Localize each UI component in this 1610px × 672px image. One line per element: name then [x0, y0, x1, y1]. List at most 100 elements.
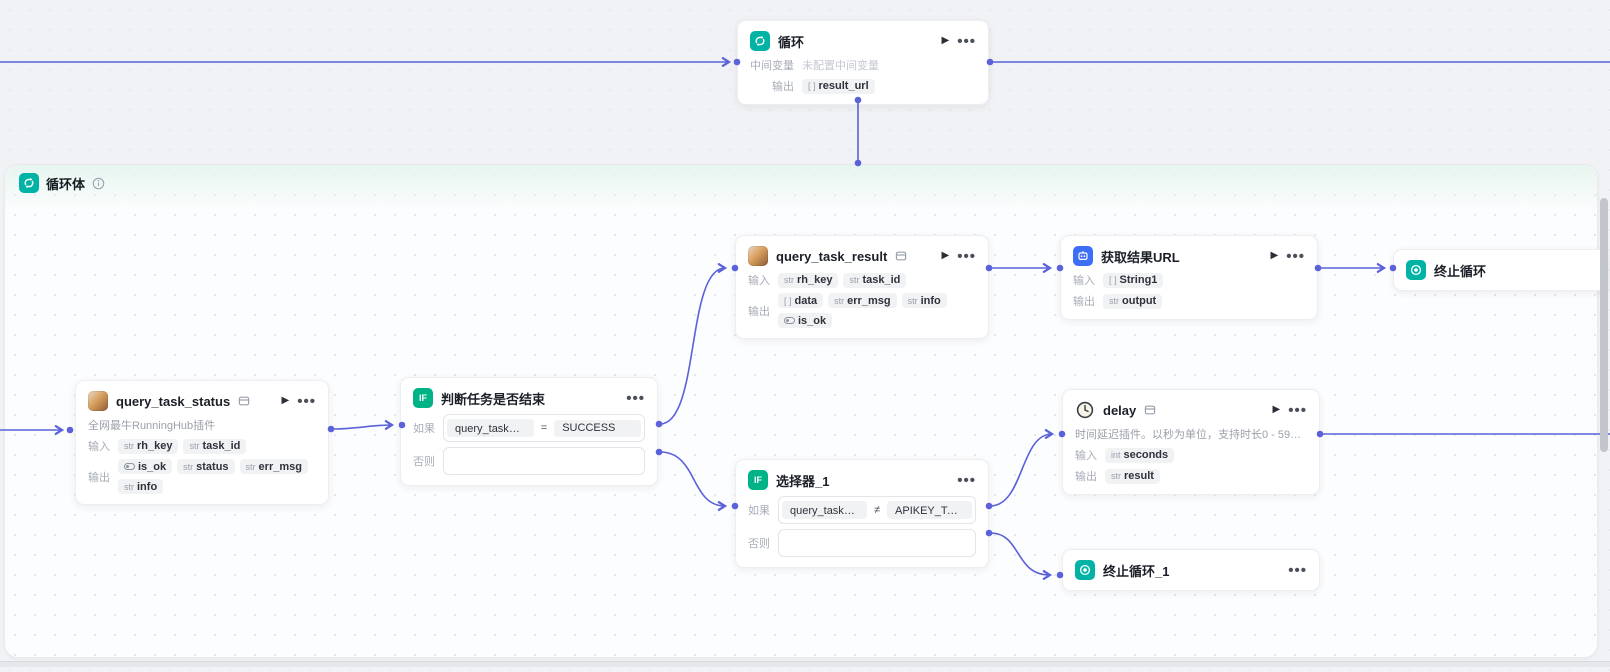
terminate-loop-icon — [1406, 260, 1426, 280]
node-menu-button[interactable]: ••• — [957, 247, 976, 265]
loop-icon — [750, 31, 770, 51]
variable-name: status — [196, 460, 229, 473]
node-description: 时间延迟插件。以秒为单位，支持时长0 - 59秒。主要用于延迟… — [1075, 429, 1307, 441]
variable-type-label: str — [245, 461, 256, 472]
node-description: 全网最牛RunningHub插件 — [88, 420, 216, 432]
plugin-badge-icon — [238, 395, 250, 407]
row-label: 输入 — [88, 441, 110, 453]
variable-tag-list: [ ]result_url — [802, 78, 976, 94]
node-title: 判断任务是否结束 — [441, 391, 546, 407]
condition-right-operand[interactable]: SUCCESS — [554, 419, 641, 437]
row-label: 输入 — [1075, 450, 1097, 462]
node-title: query_task_status — [116, 393, 231, 409]
node-title: 循环 — [778, 34, 805, 50]
node-qts[interactable]: query_task_status ▶ ••• 全网最牛RunningHub插件输入 s… — [75, 380, 329, 505]
run-node-button[interactable]: ▶ — [1270, 250, 1279, 261]
condition-operator[interactable]: ≠ — [873, 504, 881, 516]
variable-type-label: int — [1111, 450, 1121, 460]
variable-name: is_ok — [798, 314, 827, 327]
variable-name: String1 — [1119, 274, 1158, 286]
run-node-button[interactable]: ▶ — [1272, 404, 1281, 415]
variable-type-label: str — [849, 275, 860, 285]
condition-row: query_task_statu⋯ = SUCCESS — [443, 414, 645, 442]
node-menu-button[interactable]: ••• — [957, 32, 976, 50]
node-sel[interactable]: IF选择器_1•••如果query_task_statu⋯≠APIKEY_TAS… — [735, 459, 989, 568]
node-stop2[interactable]: 终止循环_1 ••• — [1062, 549, 1320, 591]
unset-value-text: 未配置中间变量 — [802, 60, 879, 72]
row-label: 否则 — [413, 456, 435, 468]
row-label: 如果 — [748, 505, 770, 517]
condition-left-operand[interactable]: query_task_statu⋯ — [447, 419, 534, 437]
variable-name: info — [920, 294, 941, 307]
node-loop[interactable]: 循环▶•••中间变量未配置中间变量输出[ ]result_url — [737, 20, 989, 105]
node-menu-button[interactable]: ••• — [1288, 561, 1307, 579]
node-header: delay ▶ ••• — [1063, 390, 1319, 426]
node-title: delay — [1103, 402, 1137, 418]
node-header: query_task_status ▶ ••• — [76, 381, 328, 417]
node-stop1[interactable]: 终止循环 — [1393, 249, 1608, 291]
node-title: 获取结果URL — [1101, 249, 1180, 265]
if-icon: IF — [413, 388, 433, 408]
node-menu-button[interactable]: ••• — [626, 389, 645, 407]
node-delay[interactable]: delay ▶ ••• 时间延迟插件。以秒为单位，支持时长0 - 59秒。主要用于延迟… — [1062, 389, 1320, 495]
vertical-scrollbar[interactable] — [1600, 198, 1608, 452]
info-circle-icon[interactable] — [92, 177, 105, 190]
run-node-button[interactable]: ▶ — [941, 35, 950, 46]
variable-type-label: str — [183, 461, 194, 472]
variable-type-label: str — [1109, 296, 1119, 306]
run-node-button[interactable]: ▶ — [281, 395, 290, 406]
variable-type-label: [ ] — [784, 295, 792, 306]
variable-type-label: str — [1111, 471, 1121, 481]
condition-operator[interactable]: = — [540, 422, 548, 434]
variable-name: task_id — [862, 274, 901, 286]
node-title: 终止循环_1 — [1103, 563, 1170, 579]
variable-type-label: str — [189, 441, 200, 451]
variable-tag: [ ]data — [778, 293, 824, 308]
variable-name: result_url — [818, 80, 869, 92]
variable-type-label: str — [907, 295, 918, 306]
row-label: 输出 — [88, 471, 110, 484]
node-header: query_task_result ▶ ••• — [736, 236, 988, 272]
node-menu-button[interactable]: ••• — [957, 471, 976, 489]
loop-body-title: 循环体 — [46, 176, 86, 192]
row-label: 输入 — [1073, 275, 1095, 287]
condition-row: query_task_statu⋯ ≠ APIKEY_TASK_ST⋯ — [778, 496, 976, 524]
condition-empty-field[interactable] — [782, 533, 972, 553]
loop-body-header: 循环体 — [19, 173, 105, 193]
node-judge[interactable]: IF判断任务是否结束•••如果query_task_statu⋯=SUCCESS… — [400, 377, 658, 486]
condition-row-empty — [778, 529, 976, 557]
plugin-avatar-icon — [88, 391, 108, 411]
node-menu-button[interactable]: ••• — [297, 392, 316, 410]
condition-left-operand[interactable]: query_task_statu⋯ — [782, 501, 867, 519]
boolean-type-icon — [124, 463, 135, 470]
variable-name: task_id — [202, 440, 241, 452]
node-title: query_task_result — [776, 248, 888, 264]
variable-name: info — [137, 480, 158, 493]
variable-tag-list: [ ]String1 — [1103, 272, 1305, 288]
run-node-button[interactable]: ▶ — [941, 250, 950, 261]
condition-empty-field[interactable] — [447, 451, 641, 471]
node-menu-button[interactable]: ••• — [1288, 401, 1307, 419]
variable-type-label: str — [124, 481, 134, 492]
condition-row-empty — [443, 447, 645, 475]
variable-type-label: str — [124, 441, 134, 451]
node-menu-button[interactable]: ••• — [1286, 247, 1305, 265]
condition-right-operand[interactable]: APIKEY_TASK_ST⋯ — [887, 501, 973, 519]
terminate-loop-icon — [1075, 560, 1095, 580]
